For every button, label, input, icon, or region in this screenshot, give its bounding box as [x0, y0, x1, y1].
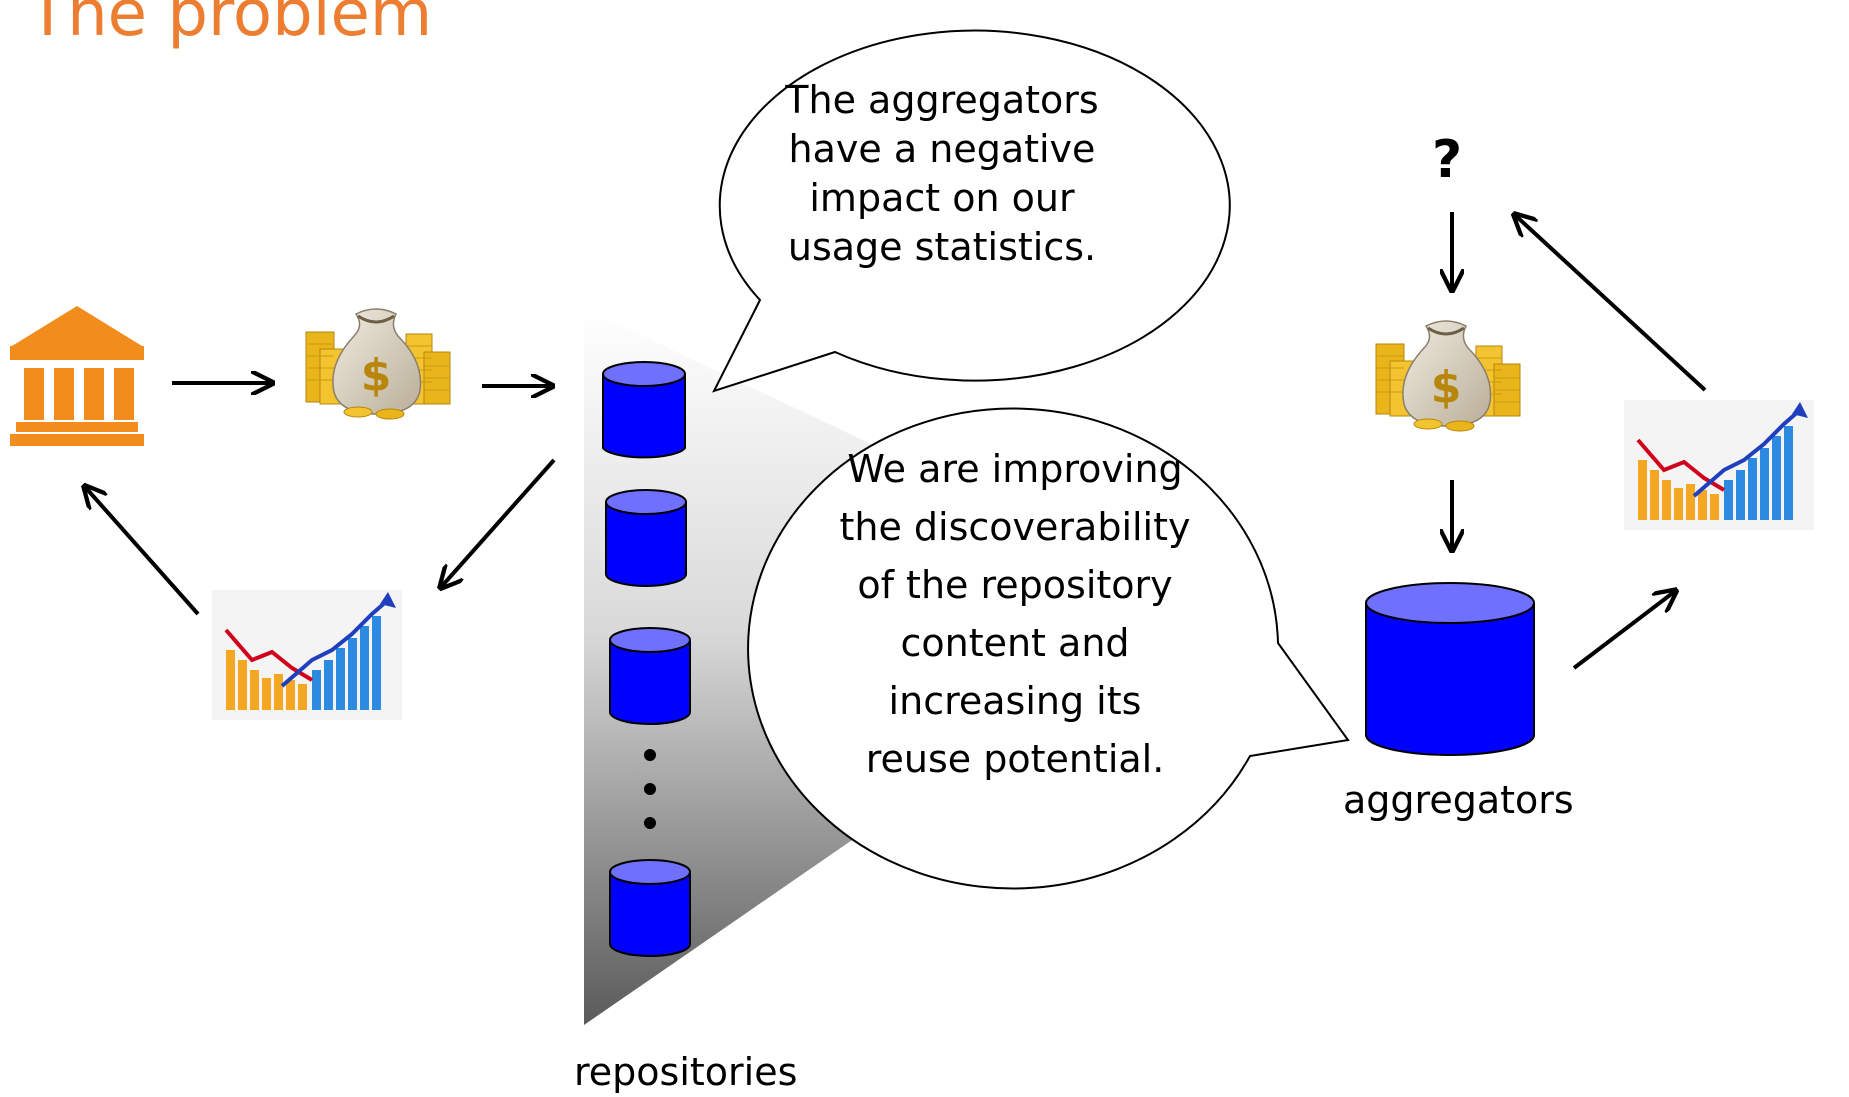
slide-title: The problem	[28, 0, 433, 51]
aggregator-database-icon	[1365, 582, 1535, 756]
speech-bubble-repository	[747, 407, 1350, 890]
arrow-icon	[86, 488, 200, 616]
money-bag-icon	[304, 307, 452, 421]
bubble-text-repository: We are improving the discoverability of …	[839, 447, 1191, 781]
database-icon	[602, 361, 686, 459]
question-mark: ?	[1432, 130, 1463, 190]
database-icon	[605, 489, 687, 587]
speech-bubble-aggregators	[712, 29, 1231, 393]
database-icon	[609, 859, 691, 957]
arrow-icon	[1572, 592, 1674, 670]
database-icon	[609, 627, 691, 725]
money-bag-icon	[1374, 319, 1522, 433]
arrow-icon	[1516, 216, 1707, 392]
growth-chart-icon	[1622, 398, 1816, 532]
repositories-label: repositories	[574, 1050, 798, 1094]
growth-chart-icon	[210, 588, 404, 722]
aggregators-label: aggregators	[1343, 778, 1574, 822]
arrow-icon	[442, 458, 556, 586]
ellipsis-dots	[644, 749, 656, 829]
institution-icon	[10, 306, 144, 446]
bubble-text-aggregators: The aggregators have a negative impact o…	[785, 78, 1099, 269]
